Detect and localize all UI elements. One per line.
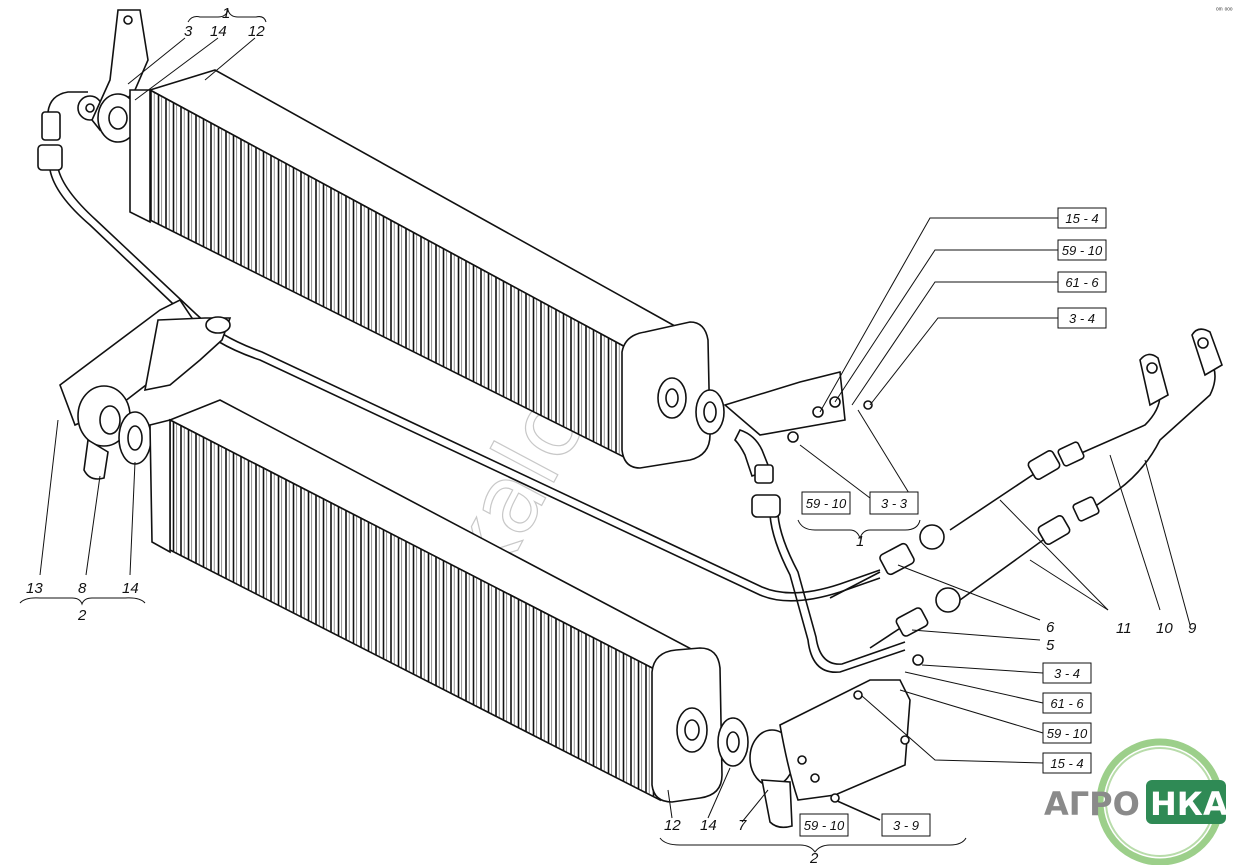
label-b-12: 12 bbox=[664, 817, 681, 834]
hose-fittings-5-6 bbox=[829, 542, 929, 649]
svg-text:61 - 6: 61 - 6 bbox=[1050, 696, 1084, 711]
label-r-6: 6 bbox=[1046, 619, 1055, 636]
top-left-fittings bbox=[37, 91, 103, 171]
lower-left-bracket bbox=[59, 298, 232, 480]
label-left-group: 2 bbox=[77, 607, 87, 624]
callout-right-4: 15 - 4 bbox=[1042, 752, 1092, 774]
label-b-group: 2 bbox=[809, 850, 819, 865]
callout-mid-2: 3 - 3 bbox=[869, 491, 919, 515]
long-oil-pipe bbox=[49, 169, 881, 602]
label-left-8: 8 bbox=[78, 580, 87, 597]
hoses-11 bbox=[919, 450, 1071, 613]
label-r-5: 5 bbox=[1046, 637, 1055, 654]
corner-mark: ᵒᵐ ᵒᵒᵒ bbox=[1216, 7, 1233, 14]
svg-text:3 - 3: 3 - 3 bbox=[881, 496, 908, 511]
label-mid-group: 1 bbox=[856, 533, 864, 550]
label-top-14: 14 bbox=[210, 23, 227, 40]
svg-text:59 - 10: 59 - 10 bbox=[806, 496, 847, 511]
callout-mid-1: 59 - 10 bbox=[801, 491, 851, 515]
logo-text-right: НКА bbox=[1150, 785, 1228, 823]
svg-text:15 - 4: 15 - 4 bbox=[1065, 211, 1098, 226]
callout-top-4: 3 - 4 bbox=[1057, 307, 1107, 329]
label-b-14: 14 bbox=[700, 817, 717, 834]
top-radiator bbox=[129, 69, 711, 469]
label-left-14: 14 bbox=[122, 580, 139, 597]
logo-text-left: АГРО bbox=[1044, 785, 1140, 823]
label-b-7: 7 bbox=[738, 817, 747, 834]
svg-text:15 - 4: 15 - 4 bbox=[1050, 756, 1083, 771]
agronka-logo: АГРО НКА bbox=[1044, 738, 1228, 865]
label-left-13: 13 bbox=[26, 580, 43, 597]
label-top-3: 3 bbox=[184, 23, 193, 40]
callout-right-3: 59 - 10 bbox=[1042, 722, 1092, 744]
svg-text:3 - 4: 3 - 4 bbox=[1069, 311, 1095, 326]
callout-right-2: 61 - 6 bbox=[1042, 692, 1092, 714]
callout-right-1: 3 - 4 bbox=[1042, 662, 1092, 684]
callout-top-2: 59 - 10 bbox=[1057, 239, 1107, 261]
callout-top-3: 61 - 6 bbox=[1057, 271, 1107, 293]
return-pipe bbox=[769, 514, 906, 673]
label-r-9: 9 bbox=[1188, 620, 1197, 637]
svg-text:59 - 10: 59 - 10 bbox=[804, 818, 845, 833]
callout-bottom-2: 3 - 9 bbox=[881, 813, 931, 837]
part-labels: 1 3 14 12 13 8 14 2 1 4 6 5 11 10 9 12 1… bbox=[26, 5, 1197, 865]
bottom-radiator bbox=[149, 399, 723, 803]
svg-text:59 - 10: 59 - 10 bbox=[1062, 243, 1103, 258]
label-top-12: 12 bbox=[248, 23, 265, 40]
callout-top-1: 15 - 4 bbox=[1057, 207, 1107, 229]
svg-text:3 - 9: 3 - 9 bbox=[893, 818, 919, 833]
svg-text:3 - 4: 3 - 4 bbox=[1054, 666, 1080, 681]
pipes-9-10 bbox=[1057, 328, 1223, 522]
leader-lines bbox=[19, 8, 1191, 853]
label-top-group: 1 bbox=[222, 5, 230, 22]
label-r-11: 11 bbox=[1116, 620, 1132, 637]
callout-boxes: 15 - 4 59 - 10 61 - 6 3 - 4 59 - 10 3 - … bbox=[799, 207, 1107, 837]
callout-bottom-1: 59 - 10 bbox=[799, 813, 849, 837]
bottom-right-assembly bbox=[717, 654, 924, 829]
svg-text:61 - 6: 61 - 6 bbox=[1065, 275, 1099, 290]
label-r-10: 10 bbox=[1156, 620, 1173, 637]
mid-elbow-assembly bbox=[695, 371, 873, 484]
svg-text:59 - 10: 59 - 10 bbox=[1047, 726, 1088, 741]
